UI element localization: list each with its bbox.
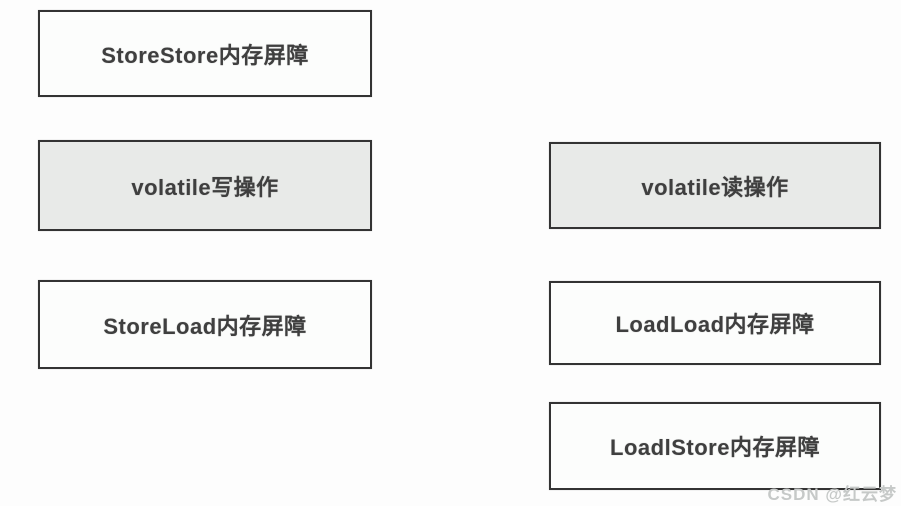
box-storeload-barrier-label: StoreLoad内存屏障 <box>103 313 307 339</box>
box-loadload-barrier: LoadLoad内存屏障 <box>549 281 881 365</box>
box-loadlstore-barrier-label: LoadlStore内存屏障 <box>610 435 820 460</box>
box-loadlstore-barrier: LoadlStore内存屏障 <box>549 402 881 490</box>
box-loadload-barrier-label: LoadLoad内存屏障 <box>615 312 815 337</box>
watermark: CSDN @红云梦 <box>767 485 897 504</box>
box-storestore-barrier-label: StoreStore内存屏障 <box>101 42 309 68</box>
box-storeload-barrier: StoreLoad内存屏障 <box>38 280 372 369</box>
box-volatile-write: volatile写操作 <box>38 140 372 231</box>
box-volatile-read-label: volatile读操作 <box>641 174 789 200</box>
box-volatile-read: volatile读操作 <box>549 142 881 229</box>
box-storestore-barrier: StoreStore内存屏障 <box>38 10 372 97</box>
box-volatile-write-label: volatile写操作 <box>131 174 279 200</box>
